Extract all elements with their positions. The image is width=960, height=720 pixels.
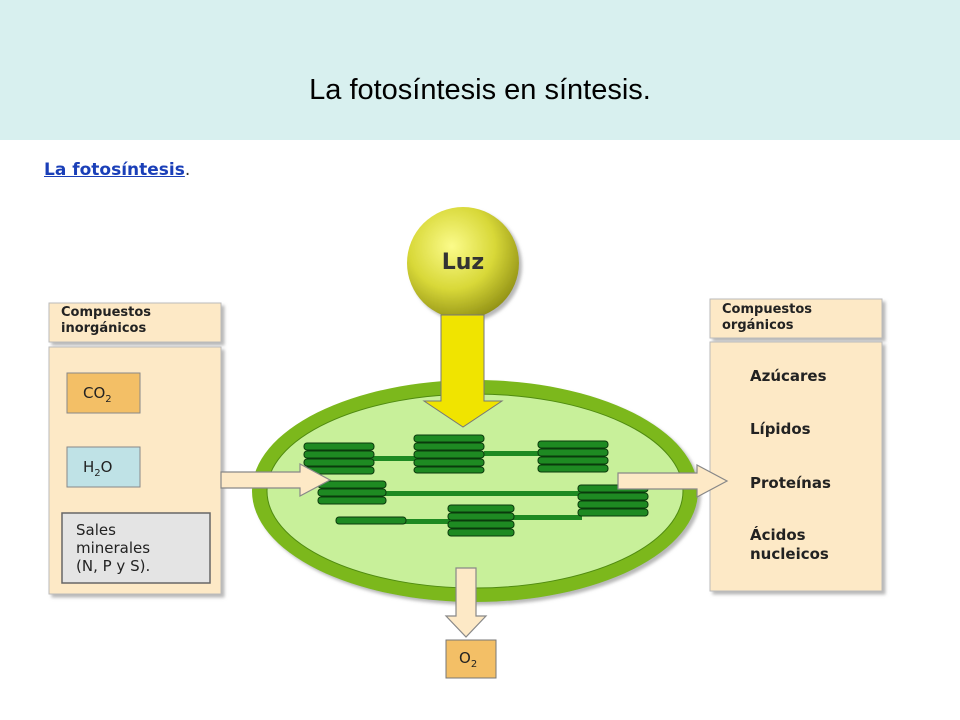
light-label: Luz [441, 250, 485, 275]
h2o-h: H [83, 458, 95, 476]
slide-title: La fotosíntesis en síntesis. [309, 74, 651, 106]
organic-header-line1: Compuestos [722, 302, 813, 317]
organic-header-box [709, 298, 883, 339]
o2-label: O2 [459, 649, 477, 670]
salts-box [61, 512, 211, 584]
organic-item-sugars: Azúcares [750, 367, 827, 385]
organic-item-lipids: Lípidos [750, 420, 811, 438]
light-arrow [422, 314, 504, 428]
co2-subscript: 2 [105, 394, 112, 405]
diagram-subtitle: La fotosíntesis. [44, 160, 190, 180]
o2-subscript: 2 [470, 659, 478, 670]
light-sun [407, 207, 519, 319]
slide-header [0, 0, 960, 140]
inorganic-header-box [48, 302, 222, 343]
grana-stacks [303, 434, 649, 537]
co2-label: CO2 [83, 384, 112, 405]
h2o-box [66, 446, 141, 488]
input-arrow [220, 463, 332, 497]
organic-item-proteins: Proteínas [750, 474, 831, 492]
diagram-subtitle-period: . [184, 160, 191, 180]
organic-header-line2: orgánicos [722, 318, 794, 333]
output-arrow [617, 464, 729, 498]
inorganic-header-line2: inorgánicos [61, 321, 147, 336]
o2-box [445, 639, 497, 679]
organic-item-nucleic-2: nucleicos [750, 545, 829, 563]
o2-arrow [444, 567, 488, 638]
organic-panel [709, 341, 883, 592]
stroma-lamellae [370, 451, 584, 524]
o2-text: O [459, 649, 471, 667]
h2o-o: O [100, 458, 113, 476]
co2-text: CO [83, 384, 106, 402]
organic-item-nucleic-1: Ácidos [750, 526, 806, 544]
h2o-subscript: 2 [94, 468, 101, 479]
co2-box [66, 372, 141, 414]
salts-line3: (N, P y S). [76, 557, 151, 575]
salts-line2: minerales [76, 539, 151, 557]
salts-line1: Sales [76, 521, 116, 539]
diagram-subtitle-link[interactable]: La fotosíntesis [44, 160, 185, 180]
inorganic-header-line1: Compuestos [61, 305, 152, 320]
h2o-label: H2O [83, 458, 112, 479]
